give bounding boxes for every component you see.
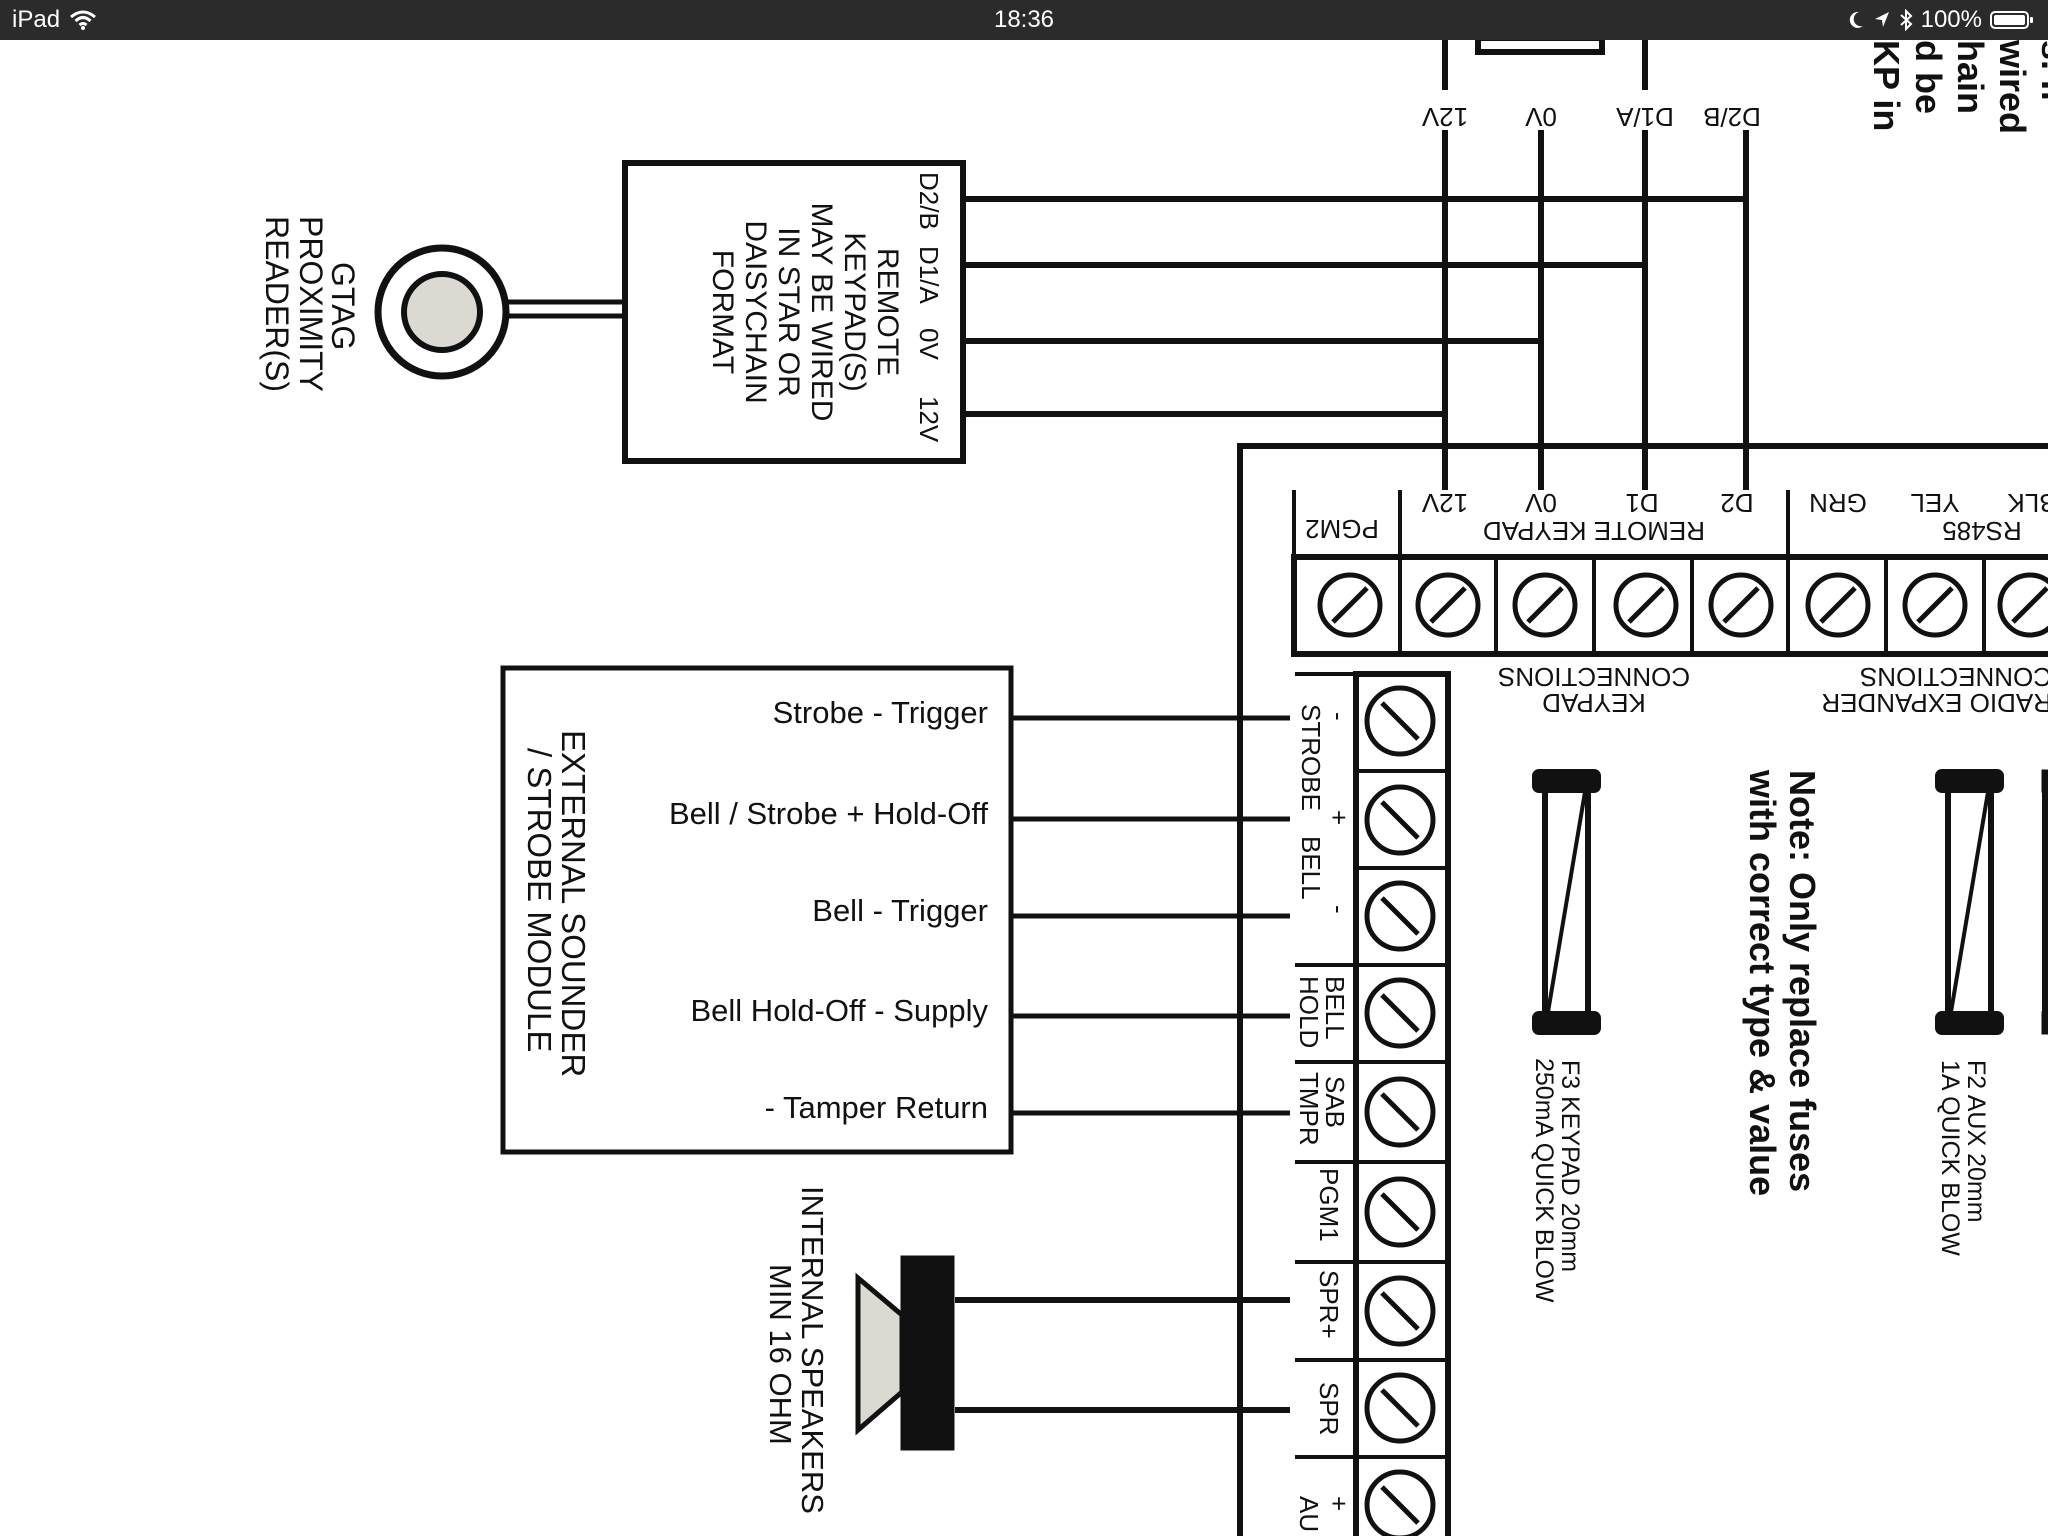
battery-percent: 100% (1920, 6, 1982, 33)
rk-desc-line6: FORMAT (706, 250, 739, 374)
rk-desc-line2: KEYPAD(S) (838, 232, 871, 391)
speaker-icon (855, 1255, 955, 1451)
device-name: iPad (12, 6, 61, 33)
sounder-title-line1: EXTERNAL SOUNDER (555, 730, 592, 1077)
top-component-fragment (1475, 40, 1605, 55)
sounder-title-line2: / STROBE MODULE (521, 748, 558, 1052)
gtag-label-line1: GTAG (325, 262, 361, 350)
status-bar-right: 100% (1847, 6, 2034, 34)
lt-aux-plus: + (1324, 1496, 1354, 1511)
sounder-terminal-tamper-return: - Tamper Return (765, 1090, 988, 1125)
wifi-icon (70, 10, 97, 30)
rk-pin-0v: 0V (914, 328, 944, 360)
fuse-f2-icon (1935, 769, 2004, 1035)
top-terminal-d1a: D1/A (1615, 102, 1673, 132)
top-note-line3: hain (1950, 40, 1991, 114)
fuse-f2-label-1: F2 AUX 20mm (1962, 1060, 1990, 1223)
top-terminal-strip (1291, 554, 2048, 657)
clock: 18:36 (993, 6, 1055, 33)
sounder-terminal-strobe-trigger: Strobe - Trigger (773, 695, 988, 730)
sounder-terminal-bell-strobe-holdoff: Bell / Strobe + Hold-Off (669, 796, 988, 831)
top-note-fragment: s. If wired hain d be KP in (1866, 40, 2048, 134)
speaker-label-line1: INTERNAL SPEAKERS (795, 1186, 830, 1514)
left-terminal-strip (1353, 671, 1451, 1536)
top-note-line2: wired (1992, 40, 2033, 134)
label-remote-keypad: REMOTE KEYPAD (1483, 516, 1705, 546)
top-terminal-d2b: D2/B (1703, 102, 1761, 132)
lt-bell: BELL (1296, 836, 1326, 900)
label-rs485: RS485 (1942, 516, 2022, 546)
label-keypad-connections-2: CONNECTIONS (1498, 662, 1690, 692)
lt-strobe: STROBE (1296, 704, 1326, 811)
rk-desc-line3: MAY BE WIRED (805, 203, 838, 422)
status-bar-left: iPad (12, 6, 97, 34)
gtag-reader-label: GTAG PROXIMITY READER(S) (259, 216, 361, 392)
lt-bell-hold-1: BELL (1320, 976, 1350, 1040)
lt-strobe-minus: - (1324, 712, 1354, 721)
moon-icon (1847, 10, 1865, 30)
label-kp-12v: 12V (1421, 488, 1468, 518)
top-note-line4: d be (1908, 40, 1949, 114)
label-pgm2: PGM2 (1305, 514, 1379, 544)
label-kp-d2: D2 (1720, 488, 1753, 518)
rk-desc-line5: DAISYCHAIN (739, 220, 772, 403)
fuse-edge-icon (2041, 769, 2048, 1035)
fuse-note-line2: with correct type & value (1742, 769, 1783, 1196)
lt-spr-plus: SPR+ (1314, 1270, 1344, 1339)
label-radio-connections-1: RADIO EXPANDER (1821, 688, 2048, 718)
label-keypad-connections-1: KEYPAD (1542, 688, 1646, 718)
label-kp-d1: D1 (1625, 488, 1658, 518)
lt-aux: AU (1294, 1496, 1324, 1532)
speaker-label-line2: MIN 16 OHM (763, 1264, 798, 1445)
fuse-f3-label-2: 250mA QUICK BLOW (1530, 1058, 1558, 1303)
rk-pin-12v: 12V (914, 396, 944, 443)
label-radio-connections-2: CONNECTIONS (1860, 662, 2048, 692)
lt-plus: + (1324, 810, 1354, 825)
lt-spr: SPR (1314, 1382, 1344, 1435)
rk-desc-line4: IN STAR OR (772, 227, 805, 396)
location-arrow-icon (1873, 10, 1891, 30)
battery-icon (1990, 10, 2034, 30)
status-bar: iPad 18:36 100% (0, 0, 2048, 40)
wiring-diagram: s. If wired hain d be KP in 12V 0V D1/A … (259, 40, 2048, 1536)
label-kp-0v: 0V (1524, 488, 1556, 518)
gtag-reader-icon (374, 244, 510, 380)
control-board-outline (1237, 443, 2048, 1536)
rk-pin-d1a: D1/A (914, 246, 944, 304)
top-note-line1: s. If (2034, 40, 2048, 103)
gtag-label-line2: PROXIMITY (293, 216, 329, 392)
fuse-note-line1: Note: Only replace fuses (1782, 770, 1823, 1192)
gtag-label-line3: READER(S) (259, 216, 295, 392)
top-terminal-0v: 0V (1524, 102, 1556, 132)
label-rs485-blk: BLK (2007, 488, 2048, 518)
external-sounder-box (500, 665, 1014, 1155)
label-rs485-yel: YEL (1910, 488, 1959, 518)
rk-pin-d2b: D2/B (914, 172, 944, 230)
lt-bell-minus: - (1324, 905, 1354, 914)
sounder-terminal-bell-holdoff-supply: Bell Hold-Off - Supply (691, 993, 989, 1028)
lt-sab-2: TMPR (1294, 1072, 1324, 1146)
top-note-line5: KP in (1866, 40, 1907, 131)
lt-bell-hold-2: HOLD (1294, 976, 1324, 1048)
label-rs485-grn: GRN (1809, 488, 1867, 518)
lt-pgm1: PGM1 (1314, 1168, 1344, 1242)
fuse-f2-label-2: 1A QUICK BLOW (1936, 1060, 1964, 1256)
remote-keypad-description: REMOTE KEYPAD(S) MAY BE WIRED IN STAR OR… (706, 203, 904, 422)
sounder-terminal-bell-trigger: Bell - Trigger (812, 893, 988, 928)
top-terminal-12v: 12V (1421, 102, 1468, 132)
fuse-f3-label-1: F3 KEYPAD 20mm (1556, 1060, 1584, 1272)
lt-sab-1: SAB (1320, 1076, 1350, 1128)
fuse-f3-icon (1532, 769, 1601, 1035)
bluetooth-icon (1899, 9, 1913, 31)
rk-desc-line1: REMOTE (871, 248, 904, 376)
remote-keypad-box (622, 160, 966, 464)
